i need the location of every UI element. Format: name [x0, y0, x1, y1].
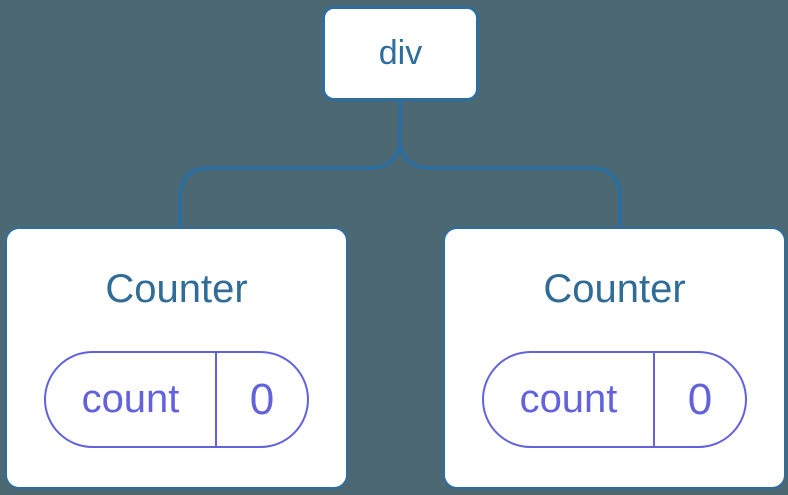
root-node-label: div	[378, 34, 423, 72]
state-key-label: count	[46, 353, 217, 446]
counter-card-right: Counter count 0	[443, 227, 786, 489]
connector-branch-right	[398, 137, 622, 229]
state-pill: count 0	[44, 351, 309, 448]
counter-card-left: Counter count 0	[5, 227, 348, 489]
state-key-label: count	[484, 353, 655, 446]
root-node-div: div	[322, 6, 479, 101]
component-title: Counter	[105, 267, 248, 311]
component-title: Counter	[543, 267, 686, 311]
state-pill: count 0	[482, 351, 747, 448]
connector-branch-left	[178, 137, 402, 229]
state-value: 0	[249, 374, 275, 424]
state-value: 0	[687, 374, 713, 424]
